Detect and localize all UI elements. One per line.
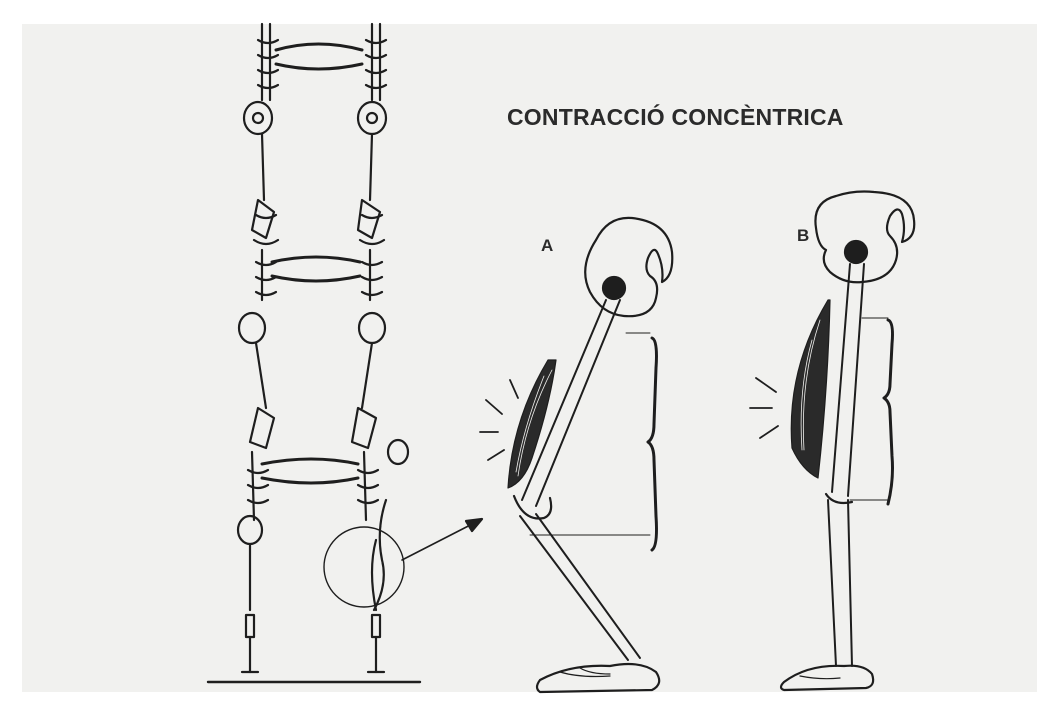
tibia-b: [828, 500, 836, 666]
panel-label-a: A: [541, 236, 553, 256]
panel-a-leg: [480, 218, 672, 692]
panel-label-b: B: [797, 226, 809, 246]
hip-joint-b: [845, 241, 867, 263]
muscle-b: [791, 300, 830, 478]
femur-b: [832, 264, 850, 492]
brace-a: [648, 338, 657, 550]
pelvis-a: [585, 218, 672, 316]
zoom-arrow-head: [466, 519, 482, 531]
skeleton-tower: [208, 24, 482, 682]
brace-b: [884, 320, 893, 504]
magnifier-circle: [324, 527, 404, 607]
pelvis-b: [815, 192, 914, 283]
muscle-a: [508, 360, 556, 488]
foot-a: [537, 664, 659, 692]
skeleton-links: [262, 44, 362, 483]
foot-b: [781, 666, 873, 690]
diagram-title: CONTRACCIÓ CONCÈNTRICA: [507, 104, 844, 131]
tibia-a: [520, 516, 628, 660]
motion-lines-a: [480, 380, 518, 460]
skeleton-column-left: [238, 24, 278, 672]
skeleton-column-right: [352, 24, 408, 672]
hip-joint-a: [603, 277, 625, 299]
panel-b-leg: [750, 192, 914, 691]
motion-lines-b: [750, 378, 778, 438]
